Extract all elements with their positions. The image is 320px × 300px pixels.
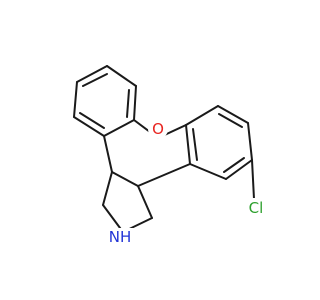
bond-a3-a4 <box>76 65 108 83</box>
bond-b6-b1-double <box>192 128 198 161</box>
atom-labels: O NH Cl <box>104 119 268 247</box>
molecule-canvas: O NH Cl <box>73 65 268 247</box>
oxygen-atom-label: O <box>152 120 164 138</box>
bond-b4-cl <box>251 159 255 200</box>
bond-a4-a5 <box>106 65 137 87</box>
bond-b6-b1 <box>185 124 191 165</box>
bond-a5-a6-double <box>126 89 130 118</box>
bond-a3-a4-double <box>82 73 108 87</box>
bond-c1-c3 <box>102 171 113 206</box>
molecule-structure: O NH Cl <box>73 65 268 247</box>
nitrogen-atom-label: NH <box>109 228 132 246</box>
bond-a5-a6 <box>133 85 137 121</box>
bond-c4-c2 <box>137 185 153 219</box>
bond-b4-b5-double <box>223 157 245 173</box>
bond-a2-a3 <box>73 81 78 118</box>
bond-b2-b3 <box>217 105 249 124</box>
chlorine-atom-label: Cl <box>249 199 264 217</box>
bond-a1-a2 <box>73 116 105 137</box>
bonds <box>73 65 255 233</box>
bond-a6-a1 <box>103 119 135 137</box>
bond-a1-c1 <box>103 135 113 173</box>
bond-b2-b3-double <box>218 113 243 128</box>
bond-b3-b4 <box>247 122 253 161</box>
nitrogen-label-bg <box>104 228 135 247</box>
bond-b4-b5 <box>225 159 253 180</box>
bond-c1-c2 <box>111 171 139 187</box>
chlorine-label-bg <box>244 198 268 217</box>
bond-b1-b2 <box>185 105 219 126</box>
bond-c2-b6 <box>137 163 191 187</box>
oxygen-label-bg <box>148 119 168 139</box>
bond-a1-a2-double <box>79 112 105 129</box>
bond-c3-n <box>102 204 124 233</box>
bond-b5-b6 <box>189 163 227 180</box>
